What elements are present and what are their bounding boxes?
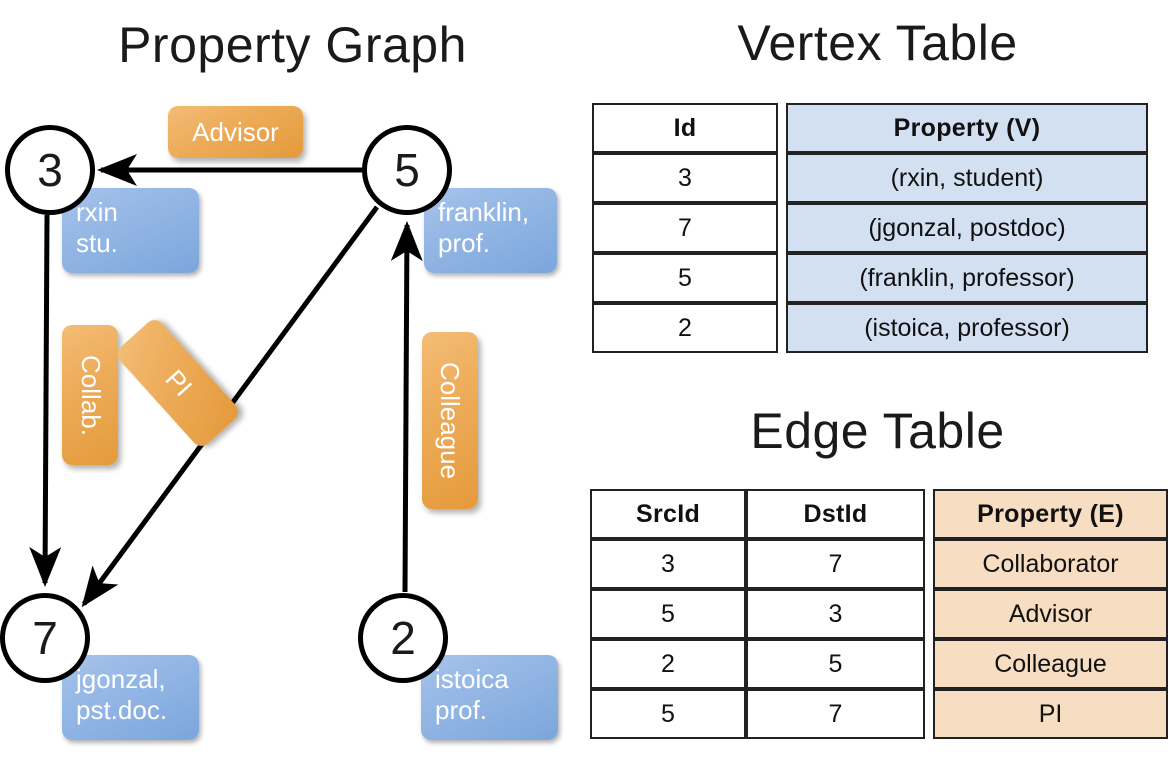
- edge-col-gap: [925, 689, 933, 739]
- vertex-prop-box-7[interactable]: jgonzal, pst.doc.: [62, 655, 199, 740]
- table-row[interactable]: 7 (jgonzal, postdoc): [592, 203, 1148, 253]
- edge-col-gap: [925, 639, 933, 689]
- table-row[interactable]: 2 5 Colleague: [590, 639, 1168, 689]
- vertex-prop-2-line1: istoica: [435, 664, 509, 694]
- vertex-cell-id: 3: [592, 153, 778, 203]
- vertex-prop-5-line1: franklin,: [438, 197, 530, 227]
- edge-table-header-row: SrcId DstId Property (E): [590, 489, 1168, 539]
- edge-cell-property: Collaborator: [933, 539, 1168, 589]
- vertex-prop-3-line2: stu.: [76, 227, 118, 258]
- vertex-header-property: Property (V): [786, 103, 1148, 153]
- vertex-cell-property: (jgonzal, postdoc): [786, 203, 1148, 253]
- graph-node-5[interactable]: 5: [362, 125, 452, 215]
- vertex-col-gap: [778, 103, 786, 153]
- edge-col-gap: [925, 589, 933, 639]
- edge-label-collab[interactable]: Collab.: [62, 325, 118, 465]
- edge-header-srcid: SrcId: [590, 489, 746, 539]
- vertex-cell-property: (rxin, student): [786, 153, 1148, 203]
- edge-cell-property: Colleague: [933, 639, 1168, 689]
- edge-label-colleague-text: Colleague: [435, 361, 466, 480]
- vertex-cell-property: (franklin, professor): [786, 253, 1148, 303]
- edge-line-2-to-5: [390, 221, 423, 593]
- vertex-cell-id: 5: [592, 253, 778, 303]
- vertex-prop-box-5[interactable]: franklin, prof.: [424, 188, 557, 273]
- page-title-vertex-table: Vertex Table: [737, 15, 1018, 71]
- vertex-col-gap: [778, 203, 786, 253]
- edge-col-gap: [925, 489, 933, 539]
- table-row[interactable]: 5 (franklin, professor): [592, 253, 1148, 303]
- vertex-cell-id: 2: [592, 303, 778, 353]
- vertex-cell-id: 7: [592, 203, 778, 253]
- table-row[interactable]: 5 3 Advisor: [590, 589, 1168, 639]
- edge-cell-property: PI: [933, 689, 1168, 739]
- vertex-prop-7-line2: pst.doc.: [76, 694, 168, 725]
- table-row[interactable]: 3 7 Collaborator: [590, 539, 1168, 589]
- edge-table: SrcId DstId Property (E) 3 7 Collaborato…: [590, 489, 1168, 739]
- table-row[interactable]: 2 (istoica, professor): [592, 303, 1148, 353]
- table-row[interactable]: 5 7 PI: [590, 689, 1168, 739]
- vertex-col-gap: [778, 303, 786, 353]
- property-graph-canvas: Advisor Collab. PI Colleague rxin stu. f…: [0, 106, 558, 740]
- edge-cell-dst: 5: [746, 639, 925, 689]
- edge-col-gap: [925, 539, 933, 589]
- edge-label-colleague[interactable]: Colleague: [422, 332, 478, 509]
- vertex-table: Id Property (V) 3 (rxin, student) 7 (jgo…: [592, 103, 1148, 353]
- graph-node-2[interactable]: 2: [358, 593, 448, 683]
- edge-cell-dst: 7: [746, 539, 925, 589]
- vertex-header-id: Id: [592, 103, 778, 153]
- edge-cell-dst: 7: [746, 689, 925, 739]
- edge-line-3-to-7: [29, 214, 62, 587]
- edge-label-collab-text: Collab.: [75, 354, 106, 436]
- edge-label-advisor-text: Advisor: [192, 116, 279, 147]
- edge-header-property: Property (E): [933, 489, 1168, 539]
- edge-header-dstid: DstId: [746, 489, 925, 539]
- edge-cell-src: 5: [590, 689, 746, 739]
- edge-cell-src: 5: [590, 589, 746, 639]
- edge-cell-dst: 3: [746, 589, 925, 639]
- vertex-prop-box-2[interactable]: istoica prof.: [421, 655, 558, 740]
- vertex-prop-7-line1: jgonzal,: [76, 664, 166, 694]
- edge-cell-src: 3: [590, 539, 746, 589]
- edge-cell-src: 2: [590, 639, 746, 689]
- vertex-col-gap: [778, 153, 786, 203]
- edge-label-advisor[interactable]: Advisor: [168, 106, 303, 158]
- vertex-prop-3-line1: rxin: [76, 197, 118, 227]
- edge-cell-property: Advisor: [933, 589, 1168, 639]
- graph-node-7[interactable]: 7: [0, 593, 90, 683]
- vertex-col-gap: [778, 253, 786, 303]
- edge-label-pi-text: PI: [158, 363, 198, 402]
- page-title-property-graph: Property Graph: [118, 17, 467, 73]
- vertex-prop-5-line2: prof.: [438, 227, 491, 258]
- vertex-table-header-row: Id Property (V): [592, 103, 1148, 153]
- vertex-prop-2-line2: prof.: [435, 694, 488, 725]
- page-title-edge-table: Edge Table: [750, 403, 1005, 459]
- graph-node-3[interactable]: 3: [5, 125, 95, 215]
- vertex-prop-box-3[interactable]: rxin stu.: [62, 188, 199, 273]
- table-row[interactable]: 3 (rxin, student): [592, 153, 1148, 203]
- vertex-cell-property: (istoica, professor): [786, 303, 1148, 353]
